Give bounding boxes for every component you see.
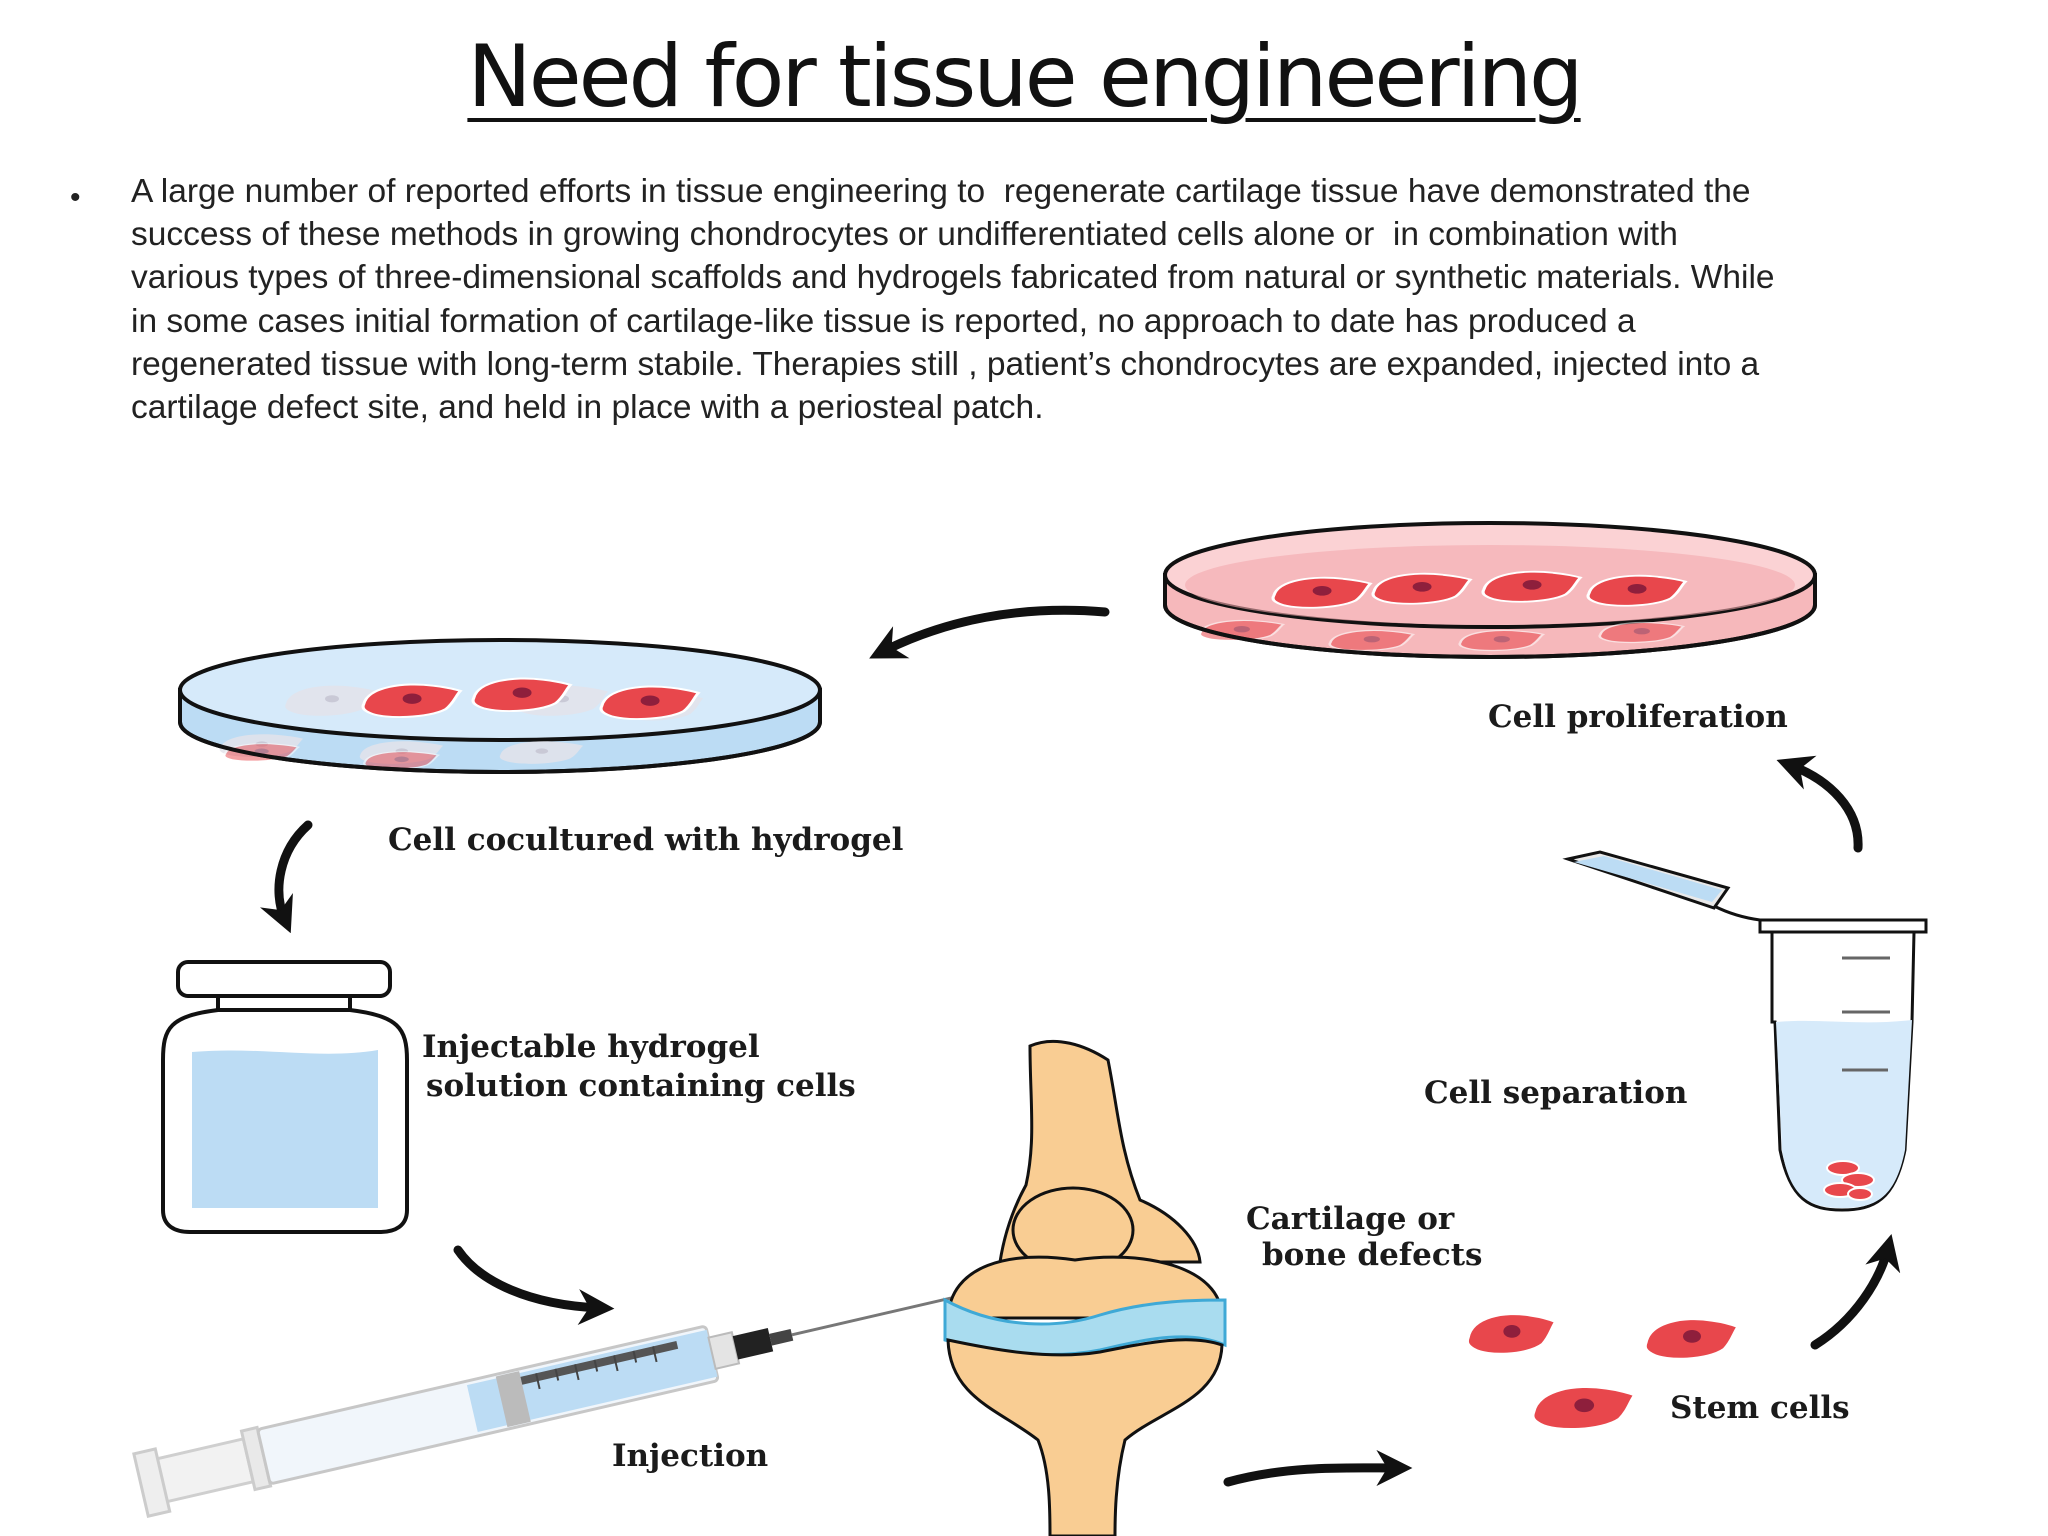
page-title: Need for tissue engineering bbox=[467, 27, 1583, 127]
arrow-coculture-to-vial bbox=[259, 820, 313, 934]
hydrogel-vial bbox=[161, 960, 409, 1234]
label-cartilage-line1: Cartilage or bbox=[1246, 1201, 1455, 1237]
label-cell-separation: Cell separation bbox=[1424, 1075, 1687, 1111]
label-cartilage-line2: bone defects bbox=[1262, 1237, 1483, 1273]
bullet-line: various types of three-dimensional scaff… bbox=[131, 259, 1775, 297]
label-injectable-line2: solution containing cells bbox=[426, 1068, 856, 1104]
eppendorf-tube bbox=[1562, 850, 1928, 1212]
cycle-arrows bbox=[259, 605, 1901, 1487]
syringe-icon bbox=[132, 1292, 970, 1519]
arrow-stem-to-separation bbox=[1810, 1234, 1901, 1350]
bullet-line: in some cases initial formation of carti… bbox=[131, 302, 1636, 340]
bullet-paragraph: A large number of reported efforts in ti… bbox=[131, 170, 1971, 429]
arrow-knee-to-stemcells bbox=[1223, 1449, 1413, 1487]
arrow-separation-to-proliferation bbox=[1776, 755, 1863, 853]
label-stem-cells: Stem cells bbox=[1670, 1390, 1850, 1426]
label-injectable-line1: Injectable hydrogel bbox=[422, 1029, 760, 1065]
arrow-proliferation-to-coculture bbox=[869, 605, 1110, 659]
arrow-vial-to-injection bbox=[453, 1245, 615, 1326]
bullet-line: cartilage defect site, and held in place… bbox=[131, 389, 1044, 427]
proliferation-petri-dish bbox=[1163, 521, 1817, 659]
label-cell-proliferation: Cell proliferation bbox=[1488, 699, 1788, 735]
bullet-line: success of these methods in growing chon… bbox=[131, 216, 1678, 254]
label-injection: Injection bbox=[612, 1438, 768, 1474]
label-cell-cocultured: Cell cocultured with hydrogel bbox=[388, 822, 903, 858]
coculture-petri-dish bbox=[178, 638, 822, 774]
bullet-marker: • bbox=[70, 181, 81, 214]
bullet-line: A large number of reported efforts in ti… bbox=[131, 173, 1751, 210]
knee-joint-illustration bbox=[943, 1039, 1227, 1536]
bullet-line: regenerated tissue with long-term stabil… bbox=[131, 345, 1760, 383]
